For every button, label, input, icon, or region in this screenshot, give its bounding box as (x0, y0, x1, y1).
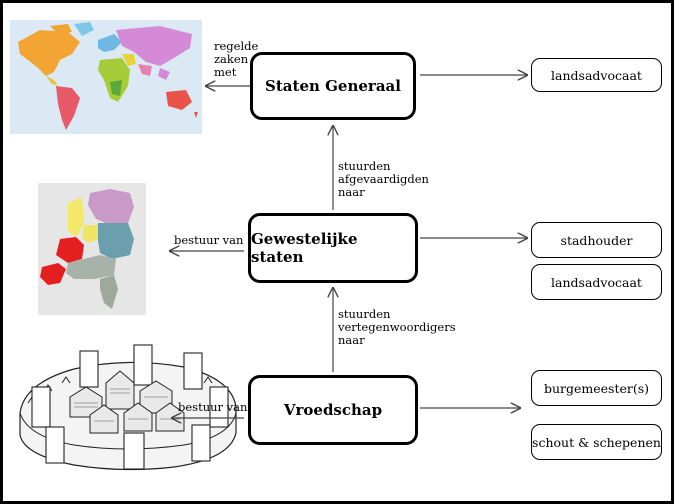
landsadvocaat-top-box: landsadvocaat (531, 58, 662, 92)
stuurden-afgevaardigden-label: stuurden afgevaardigden naar (338, 160, 429, 199)
vertegenwoordigers-line-2: vertegenwoordigers (338, 320, 456, 334)
bestuur-van-mid-label: bestuur van (174, 233, 244, 247)
schout-schepenen-label: schout & schepenen (532, 434, 661, 450)
vroedschap-box: Vroedschap (248, 375, 418, 445)
landsadvocaat-top-label: landsadvocaat (551, 67, 642, 83)
schout-schepenen-box: schout & schepenen (531, 424, 662, 460)
vroedschap-label: Vroedschap (283, 401, 383, 419)
afgevaardigden-line-2: afgevaardigden (338, 172, 429, 186)
vertegenwoordigers-line-3: naar (338, 333, 365, 347)
walled-town-image (14, 343, 240, 473)
vertegenwoordigers-line-1: stuurden (338, 307, 391, 321)
burgemeesters-box: burgemeester(s) (531, 370, 662, 406)
landsadvocaat-mid-box: landsadvocaat (531, 264, 662, 300)
afgevaardigden-line-3: naar (338, 185, 365, 199)
regelde-label: regelde zaken met (214, 40, 258, 79)
netherlands-map-image (38, 183, 146, 315)
regelde-line-2: zaken (214, 52, 249, 66)
regelde-line-3: met (214, 65, 237, 79)
stadhouder-label: stadhouder (560, 232, 633, 248)
afgevaardigden-line-1: stuurden (338, 159, 391, 173)
staten-generaal-box: Staten Generaal (250, 52, 416, 120)
burgemeesters-label: burgemeester(s) (543, 380, 650, 396)
world-map-image (10, 20, 202, 134)
gewestelijke-staten-label: Gewestelijke staten (251, 230, 358, 266)
gewestelijke-staten-box: Gewestelijke staten (248, 213, 418, 283)
bestuur-van-bottom-label: bestuur van (178, 400, 248, 414)
staten-generaal-label: Staten Generaal (265, 77, 401, 95)
regelde-line-1: regelde (214, 39, 259, 53)
stuurden-vertegenwoordigers-label: stuurden vertegenwoordigers naar (338, 308, 456, 347)
landsadvocaat-mid-label: landsadvocaat (551, 274, 642, 290)
stadhouder-box: stadhouder (531, 222, 662, 258)
